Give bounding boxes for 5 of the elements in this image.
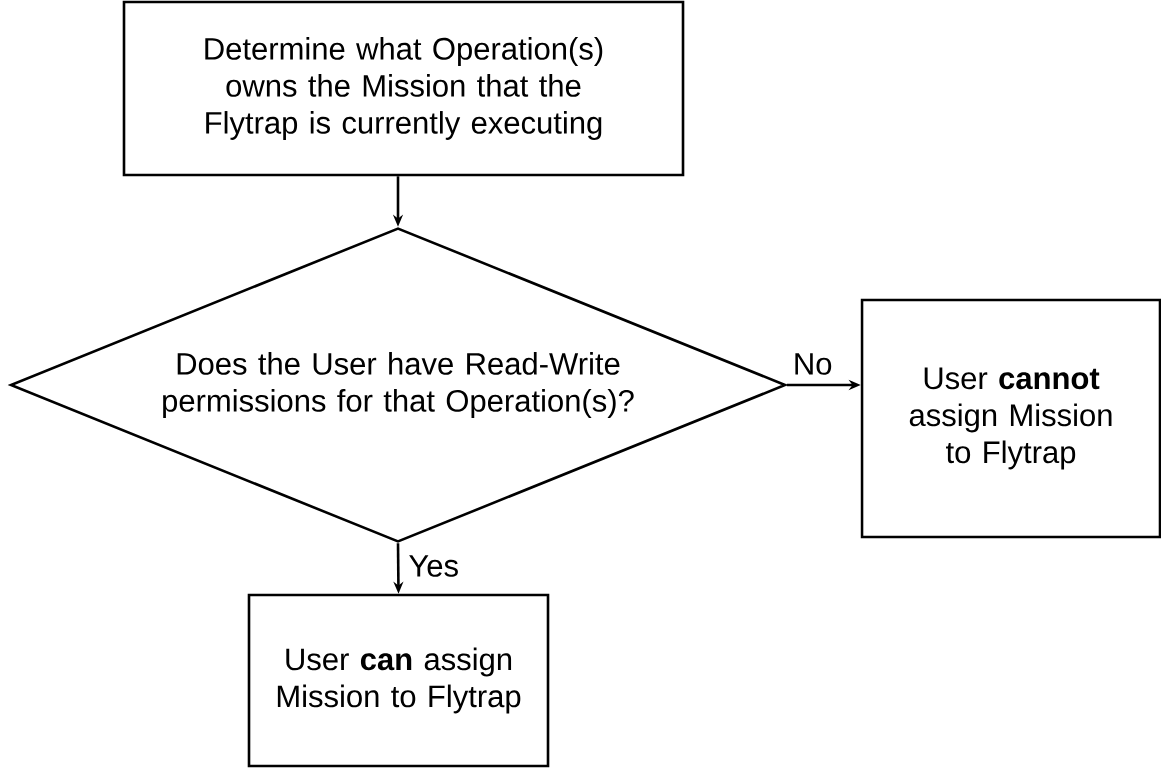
- process-box: Determine what Operation(s) owns the Mission that the Flytrap is currently executing: [122, 0, 685, 177]
- process-box: User cannot assign Mission to Flytrap: [860, 298, 1161, 539]
- process-box: User can assign Mission to Flytrap: [247, 593, 550, 768]
- edge-label: No: [790, 351, 835, 377]
- edge-label: Yes: [406, 553, 461, 579]
